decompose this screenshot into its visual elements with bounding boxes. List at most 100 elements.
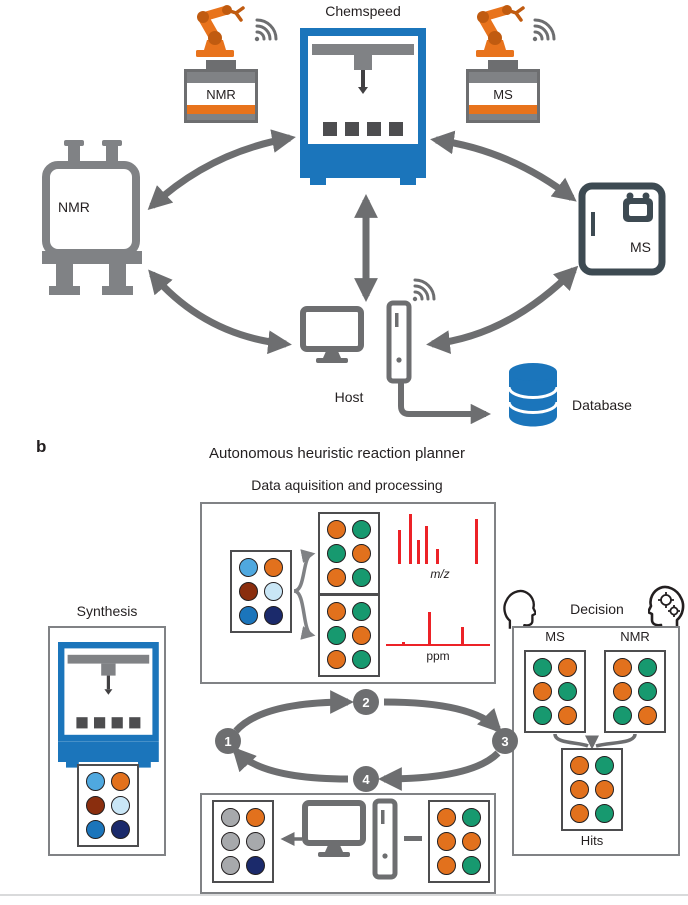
nmr-sample-changer: NMR bbox=[184, 60, 258, 123]
chemspeed-label: Chemspeed bbox=[325, 3, 401, 19]
database-icon bbox=[504, 360, 562, 428]
nmr-spectrum-label: ppm bbox=[426, 649, 450, 663]
sample-dot bbox=[570, 756, 589, 775]
sample-dot bbox=[638, 706, 657, 725]
sample-dot bbox=[86, 796, 105, 815]
ms-spectrum-plot bbox=[392, 514, 488, 564]
daq-title: Data aquisition and processing bbox=[251, 477, 443, 493]
ms-spectrum-label: m/z bbox=[430, 567, 450, 581]
decision-title: Decision bbox=[570, 601, 624, 617]
sample-dot bbox=[239, 606, 258, 625]
sample-dot bbox=[437, 856, 456, 875]
sample-dot bbox=[533, 658, 552, 677]
sample-dot bbox=[352, 602, 371, 621]
planner-tower-icon bbox=[372, 798, 398, 880]
ms-sample-changer: MS bbox=[466, 60, 540, 123]
sample-dot bbox=[462, 832, 481, 851]
sample-dot bbox=[327, 602, 346, 621]
sample-dot bbox=[352, 568, 371, 587]
host-monitor-icon bbox=[300, 306, 364, 366]
changer-top-band bbox=[469, 72, 537, 83]
tool-tip bbox=[104, 689, 113, 695]
decision-ms-grid bbox=[524, 650, 586, 733]
tool-tip bbox=[358, 87, 368, 94]
sample-dot bbox=[221, 832, 240, 851]
figure-bottom-rule bbox=[0, 894, 688, 896]
chemspeed-frame bbox=[300, 28, 426, 152]
head-profile-icon bbox=[500, 588, 536, 630]
decision-nmr-label: NMR bbox=[620, 629, 650, 644]
chemspeed-base bbox=[58, 741, 159, 762]
sample-dot bbox=[327, 650, 346, 669]
sample-dot bbox=[221, 808, 240, 827]
sample-dot bbox=[638, 658, 657, 677]
sample-dot bbox=[327, 568, 346, 587]
planner-monitor-icon bbox=[302, 800, 366, 860]
sample-dot bbox=[246, 808, 265, 827]
gantry-bar bbox=[67, 654, 150, 664]
sample-dot bbox=[327, 626, 346, 645]
sample-dot bbox=[558, 706, 577, 725]
robot-arm-right-icon bbox=[460, 0, 530, 58]
decision-nmr-grid bbox=[604, 650, 666, 733]
nmr-spectrometer-label: NMR bbox=[58, 199, 90, 215]
minus-icon bbox=[404, 836, 422, 841]
sample-dot bbox=[595, 780, 614, 799]
planner-new-grid bbox=[212, 800, 274, 883]
sample-dot bbox=[558, 682, 577, 701]
sample-dot bbox=[264, 558, 283, 577]
robot-arm-left-icon bbox=[180, 0, 250, 58]
head-gears-icon bbox=[648, 584, 688, 630]
cycle-node-4: 4 bbox=[353, 766, 379, 792]
vial-rack bbox=[64, 717, 152, 729]
vial-rack bbox=[308, 122, 418, 136]
synthesis-sample-grid bbox=[77, 764, 139, 847]
sample-dot bbox=[239, 558, 258, 577]
ms-instrument-label: MS bbox=[630, 239, 651, 255]
wifi-icon bbox=[252, 16, 280, 44]
sample-dot bbox=[558, 658, 577, 677]
sample-dot bbox=[613, 682, 632, 701]
chemspeed-mini-instrument bbox=[58, 642, 159, 768]
tool-needle bbox=[106, 675, 110, 690]
sample-dot bbox=[595, 756, 614, 775]
ms-instrument-icon: MS bbox=[578, 182, 666, 276]
decision-ms-label: MS bbox=[545, 629, 565, 644]
panel-b-title: Autonomous heuristic reaction planner bbox=[209, 445, 465, 462]
sample-dot bbox=[595, 804, 614, 823]
sample-dot bbox=[264, 582, 283, 601]
sample-dot bbox=[462, 808, 481, 827]
sample-dot bbox=[111, 796, 130, 815]
sample-dot bbox=[327, 520, 346, 539]
sample-dot bbox=[352, 650, 371, 669]
sample-dot bbox=[352, 544, 371, 563]
sample-dot bbox=[613, 706, 632, 725]
sample-dot bbox=[111, 820, 130, 839]
nmr-result-grid bbox=[318, 594, 380, 677]
panel-b-label: b bbox=[36, 437, 47, 456]
gantry-bar bbox=[312, 44, 414, 55]
sample-dot bbox=[570, 780, 589, 799]
sample-dot bbox=[221, 856, 240, 875]
sample-dot bbox=[613, 658, 632, 677]
input-sample-grid bbox=[230, 550, 292, 633]
sample-dot bbox=[111, 772, 130, 791]
sample-dot bbox=[86, 772, 105, 791]
ms-result-grid bbox=[318, 512, 380, 595]
chemspeed-instrument bbox=[300, 28, 426, 185]
host-tower-icon bbox=[386, 300, 412, 384]
cycle-node-2: 2 bbox=[353, 689, 379, 715]
planner-old-grid bbox=[428, 800, 490, 883]
sample-dot bbox=[437, 808, 456, 827]
sample-dot bbox=[570, 804, 589, 823]
chemspeed-base bbox=[300, 152, 426, 178]
sample-dot bbox=[352, 626, 371, 645]
wifi-icon bbox=[410, 276, 438, 304]
sample-dot bbox=[533, 682, 552, 701]
changer-bottom-band bbox=[469, 114, 537, 120]
ms-changer-label: MS bbox=[493, 86, 513, 102]
chemspeed-feet bbox=[300, 178, 426, 185]
synthesis-title: Synthesis bbox=[76, 603, 138, 619]
sample-dot bbox=[239, 582, 258, 601]
